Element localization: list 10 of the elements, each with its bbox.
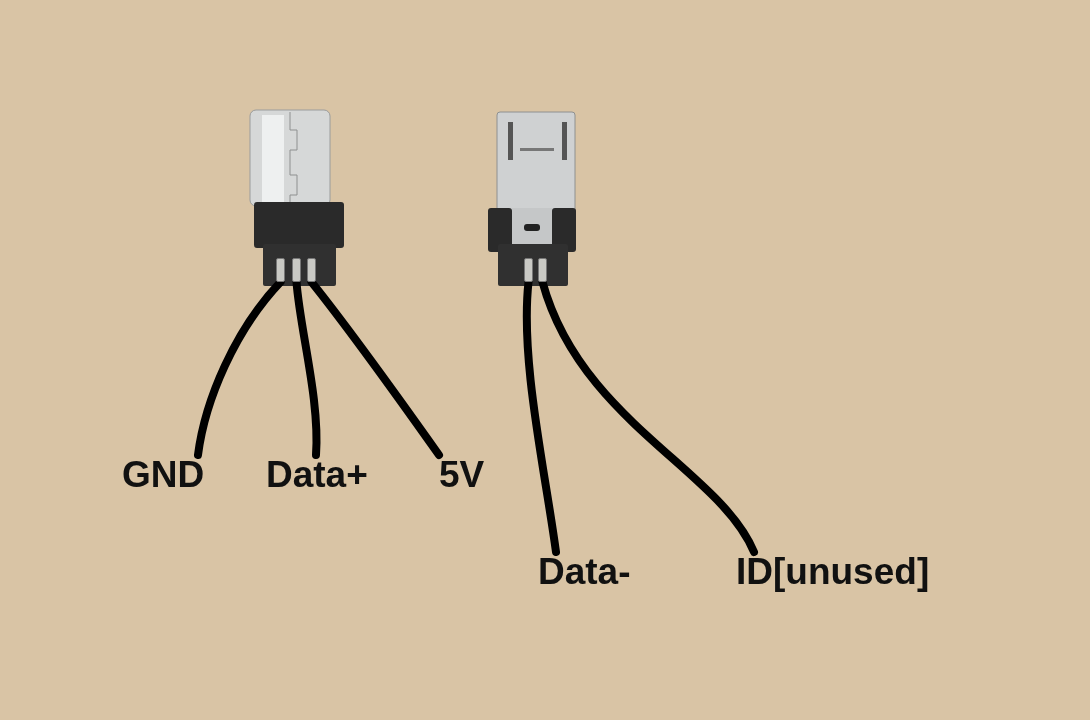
pin-label: Data+ [266,455,408,495]
connector-pin [307,258,316,282]
pin-label: GND [122,455,226,495]
connector-pin [276,258,285,282]
pin-label: 5V [439,455,503,495]
connector-pin [292,258,301,282]
connector-pin [538,258,547,282]
pin-label: Data- [538,552,668,592]
connector-pin [524,258,533,282]
pin-label: ID[unused] [736,552,996,592]
